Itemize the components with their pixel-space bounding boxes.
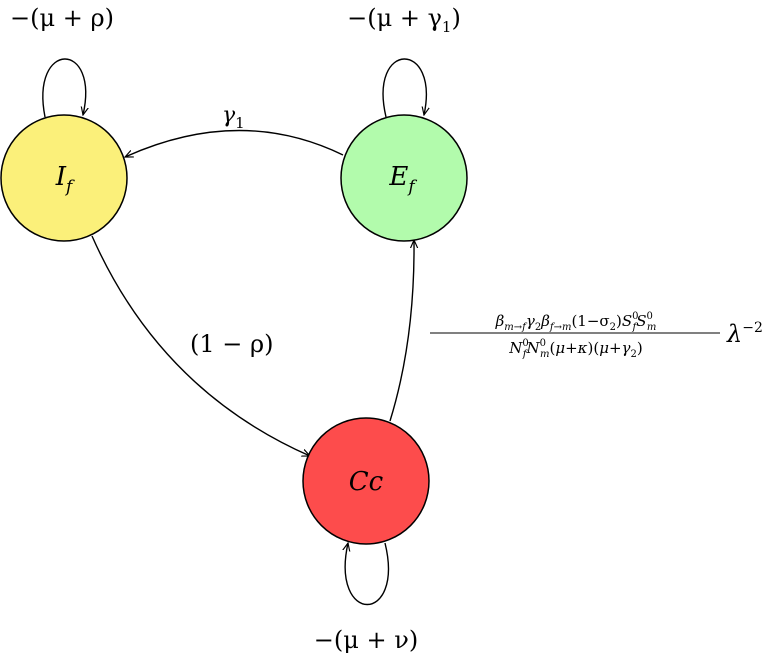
node-if: If [0,114,128,242]
loop-if [42,58,86,118]
edge-ef-to-if-label: γ1 [222,103,245,132]
node-cc-circle [302,417,430,545]
node-if-label: If [55,162,75,197]
loop-cc [345,543,390,606]
loop-ef [382,58,426,118]
edge-if-to-cc-label: (1 − ρ) [190,330,273,358]
node-ef-label: Ef [388,162,417,197]
edge-if-to-cc [91,235,310,457]
loop-ef-label: −(μ + γ1) [347,4,461,36]
edge-cc-to-ef [389,240,414,422]
node-cc-label: Cc [349,467,384,497]
fraction-factor: λ−2 [726,320,763,348]
loop-cc-label: −(μ + ν) [314,626,418,654]
node-ef-circle [340,114,468,242]
edge-ef-to-if [125,129,344,158]
node-ef: Ef [340,114,468,242]
node-if-circle [0,114,128,242]
loop-if-label: −(μ + ρ) [10,4,114,32]
node-cc: Cc [302,417,430,545]
